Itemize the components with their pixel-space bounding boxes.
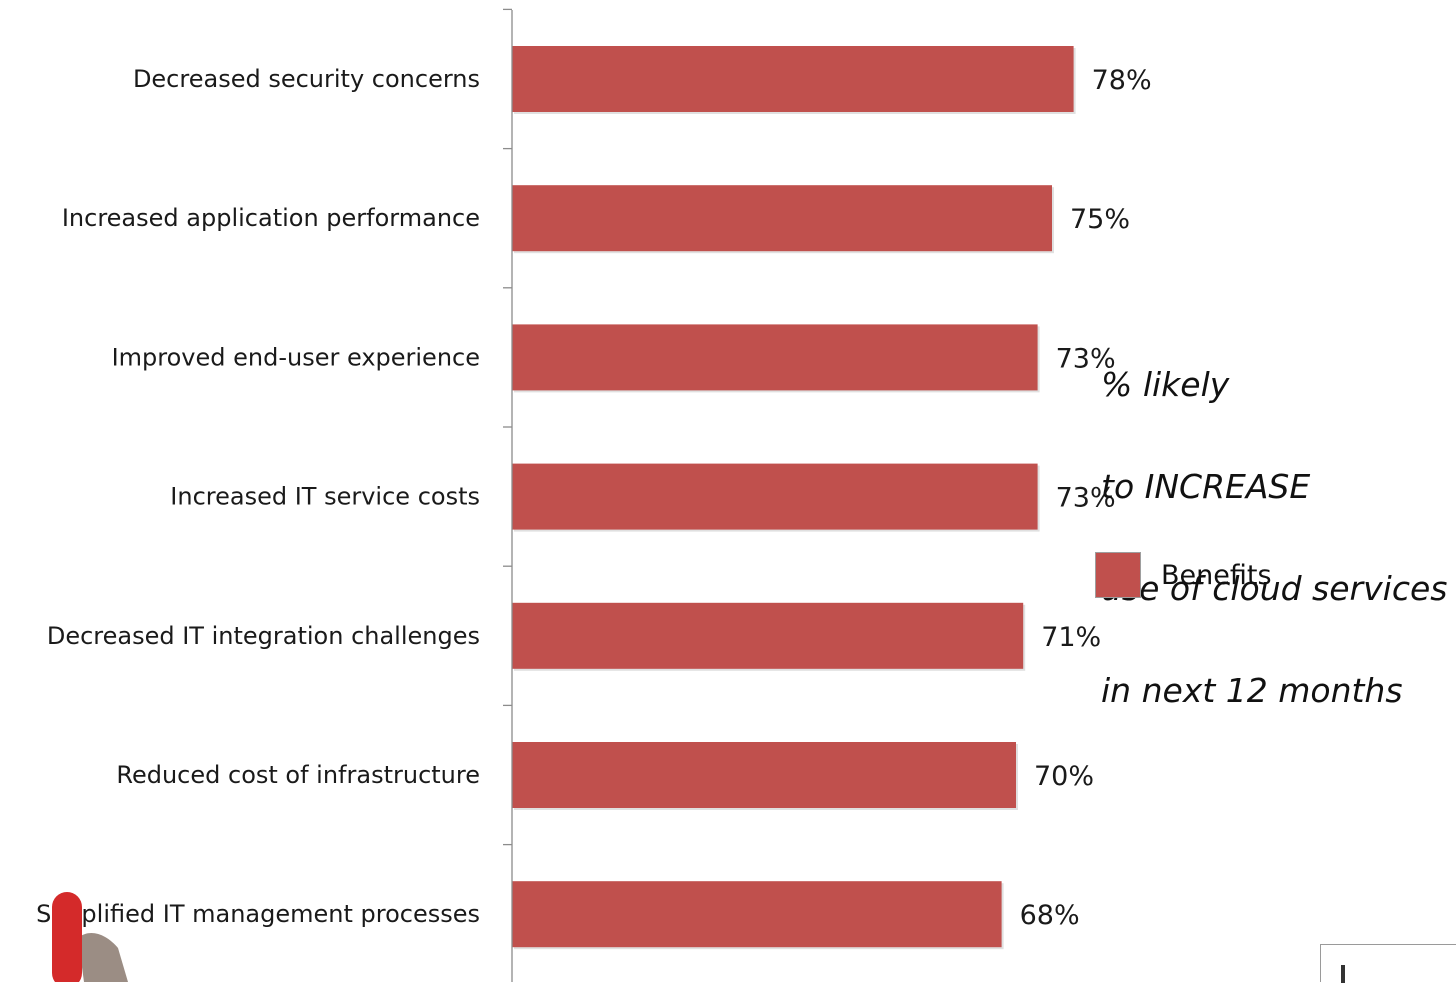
bar bbox=[512, 881, 1002, 948]
category-axis bbox=[503, 8, 513, 982]
legend-swatch bbox=[1095, 552, 1141, 598]
chart-annotation: % likely to INCREASE use of cloud servic… bbox=[1101, 308, 1456, 767]
category-label: Reduced cost of infrastructure bbox=[116, 761, 480, 789]
legend: Benefits bbox=[1095, 552, 1272, 598]
decorative-figure bbox=[48, 888, 128, 982]
category-label: Decreased security concerns bbox=[133, 65, 480, 93]
bar bbox=[512, 742, 1016, 808]
decorative-mark bbox=[1341, 965, 1345, 983]
bars-layer bbox=[512, 46, 1076, 950]
category-label: Increased application performance bbox=[62, 204, 480, 232]
bar bbox=[512, 463, 1038, 530]
value-label: 73% bbox=[1056, 483, 1116, 514]
value-label: 70% bbox=[1034, 761, 1094, 792]
category-label: Increased IT service costs bbox=[170, 483, 480, 511]
value-label: 68% bbox=[1020, 900, 1080, 931]
bar bbox=[512, 602, 1024, 669]
value-label: 78% bbox=[1092, 65, 1152, 96]
bar bbox=[512, 324, 1038, 391]
value-label: 73% bbox=[1056, 343, 1116, 374]
bar bbox=[512, 46, 1074, 112]
category-label: Decreased IT integration challenges bbox=[47, 622, 480, 650]
annotation-line: % likely bbox=[1101, 365, 1230, 404]
annotation-line: to INCREASE bbox=[1101, 467, 1311, 506]
annotation-line: in next 12 months bbox=[1101, 671, 1403, 710]
value-label: 71% bbox=[1041, 622, 1101, 653]
category-label: Improved end-user experience bbox=[112, 343, 480, 371]
labels-layer: 78% Decreased security concerns 75% Increas… bbox=[36, 65, 1151, 931]
value-label: 75% bbox=[1070, 204, 1130, 235]
decorative-figure-graphic bbox=[52, 892, 128, 982]
category-label: Simplified IT management processes bbox=[36, 900, 480, 928]
bar bbox=[512, 185, 1052, 252]
legend-label: Benefits bbox=[1161, 559, 1272, 591]
decorative-frame bbox=[1320, 944, 1456, 983]
